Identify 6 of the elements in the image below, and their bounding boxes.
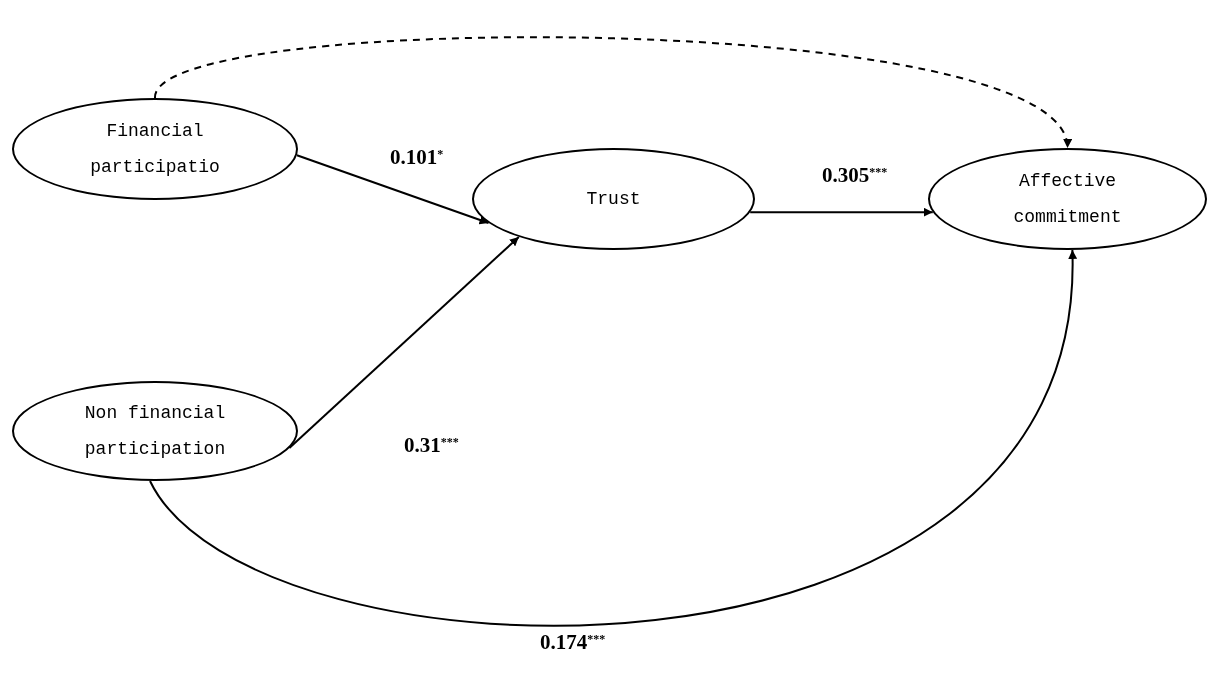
arrow	[149, 248, 1076, 627]
node-label: Non financial participation	[83, 402, 227, 461]
node-label: Trust	[586, 188, 641, 211]
node-label: Affective commitment	[1012, 170, 1123, 229]
node-label: Financial participatio	[89, 120, 221, 179]
dashed-arrow	[154, 36, 1069, 149]
